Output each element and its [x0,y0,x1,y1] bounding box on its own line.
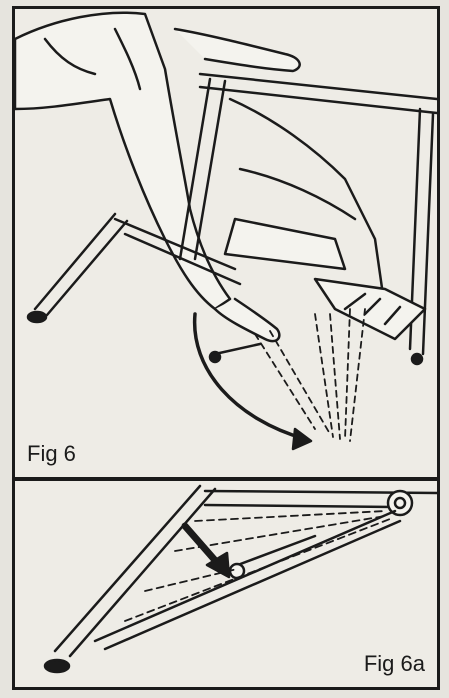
figure-6-panel: Fig 6 [12,6,440,480]
figure-6a-panel: Fig 6a [12,478,440,690]
figure-6-illustration [15,11,437,451]
figure-6-caption: Fig 6 [25,441,78,467]
figure-6a-caption: Fig 6a [361,651,427,677]
figure-6a-illustration [43,484,437,674]
